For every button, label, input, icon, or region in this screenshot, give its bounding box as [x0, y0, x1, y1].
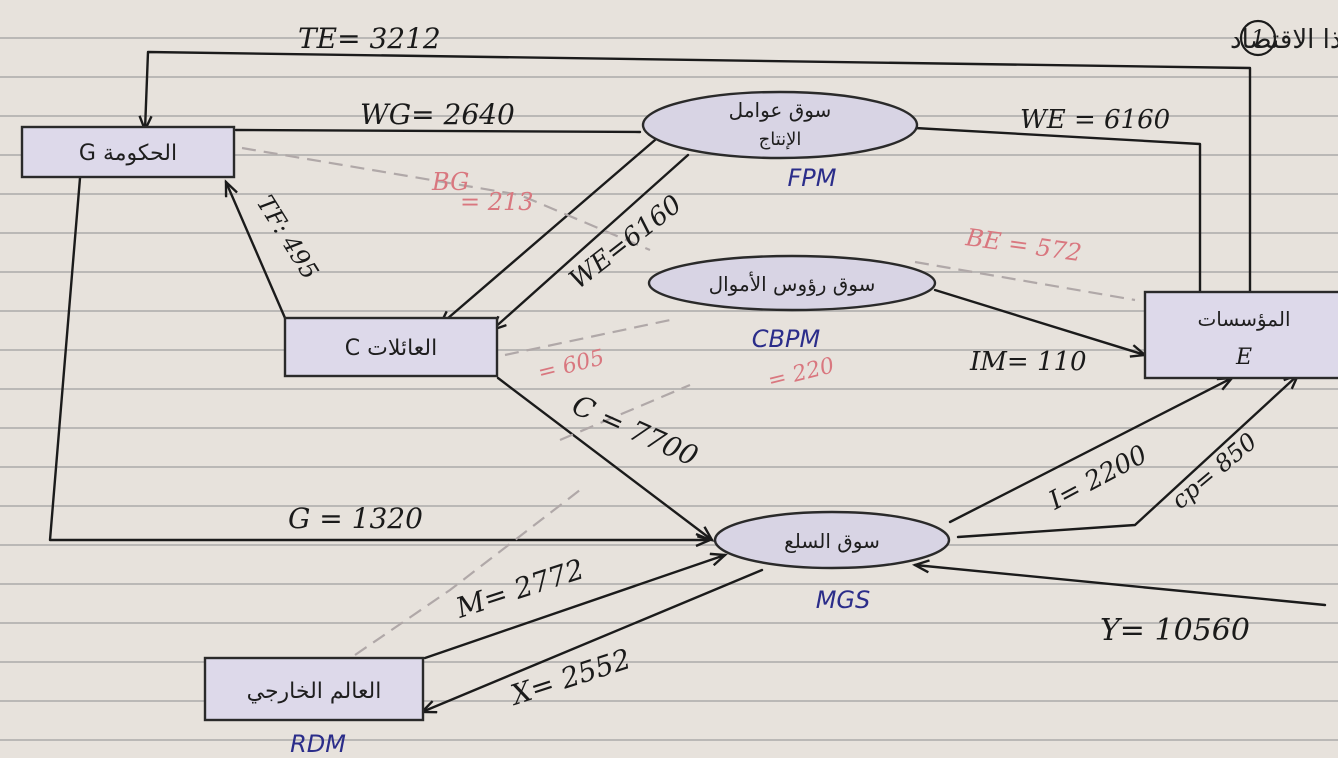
wg-label: WG= 2640 [360, 98, 515, 131]
im-flow-line [933, 288, 1145, 355]
firms-label: المؤسسات [1197, 307, 1290, 331]
fpm-to-households-line [440, 138, 657, 325]
sf-note: = 605 [535, 345, 606, 386]
cpm-code: CBPM [752, 325, 821, 353]
firms-node: المؤسسات E [1143, 290, 1338, 380]
g-flow-line [48, 176, 710, 540]
pencil-line-be [914, 260, 1136, 302]
mgs-node: سوق السلع MGS [713, 510, 951, 614]
cpm-node: سوق رؤوس الأموال CBPM [647, 254, 937, 353]
pencil-line-bg [241, 146, 651, 252]
government-node: الحكومة G [20, 125, 236, 179]
bf-note: = 220 [765, 353, 836, 394]
rdm-label: العالم الخارجي [247, 679, 382, 704]
m-flow-line [423, 555, 725, 660]
firms-box [1143, 290, 1338, 380]
i-label: I= 2200 [1043, 440, 1152, 517]
cp-flow-line [956, 375, 1298, 539]
i-flow-line [948, 378, 1232, 524]
cpm-label: سوق رؤوس الأموال [709, 272, 876, 296]
be-note: BE = 572 [963, 223, 1083, 267]
g-label: G = 1320 [288, 502, 423, 535]
we-top-flow-line [913, 126, 1202, 297]
we-top-label: WE = 6160 [1020, 105, 1170, 135]
title-number-circle [1239, 19, 1277, 57]
c-flow-line [496, 376, 712, 540]
pencil-line-sf [504, 318, 671, 357]
tf-flow-line [226, 182, 287, 320]
fpm-label-2: الإنتاج [759, 129, 802, 150]
x-flow-line [422, 568, 764, 712]
we-diag-flow-line [492, 153, 690, 330]
mgs-code: MGS [816, 586, 871, 614]
bg-note: BG [431, 168, 469, 196]
c-label: C = 7700 [567, 388, 703, 473]
te-label: TE= 3212 [298, 22, 441, 55]
households-box [283, 316, 499, 378]
households-label: العائلات C [345, 336, 437, 361]
fpm-oval [641, 90, 919, 160]
tf-label: TF: 495 [251, 190, 324, 284]
x-label: X= 2552 [505, 642, 635, 712]
bg-note-value: = 213 [460, 188, 534, 216]
cpm-oval [647, 254, 937, 312]
fpm-code: FPM [788, 164, 837, 192]
rdm-code: RDM [290, 730, 346, 758]
households-node: العائلات C [283, 316, 499, 378]
pencil-line-bf [559, 383, 691, 442]
firms-sub: E [1235, 345, 1252, 370]
rdm-node: العالم الخارجي RDM [203, 656, 425, 758]
government-box [20, 125, 236, 179]
fpm-label: سوق عوامل [729, 98, 832, 122]
pencil-line-rdm [354, 489, 581, 656]
te-flow-line [145, 50, 1252, 297]
government-label: الحكومة G [79, 141, 177, 166]
im-label: IM= 110 [969, 347, 1087, 377]
mgs-oval [713, 510, 951, 570]
title: 1 رسم الدورة الاقتصادية لهذا الاقتصاد [1230, 19, 1338, 57]
title-number: 1 [1251, 27, 1265, 52]
rdm-box [203, 656, 425, 722]
wg-flow-line [234, 128, 642, 134]
cp-label: cp= 850 [1166, 427, 1262, 514]
mgs-label: سوق السلع [784, 529, 880, 553]
y-label: Y= 10560 [1100, 613, 1250, 648]
title-text: رسم الدورة الاقتصادية لهذا الاقتصاد [1230, 25, 1338, 55]
y-flow-line [915, 565, 1327, 607]
fpm-node: سوق عوامل الإنتاج FPM [641, 90, 919, 192]
m-label: M= 2772 [451, 552, 588, 625]
